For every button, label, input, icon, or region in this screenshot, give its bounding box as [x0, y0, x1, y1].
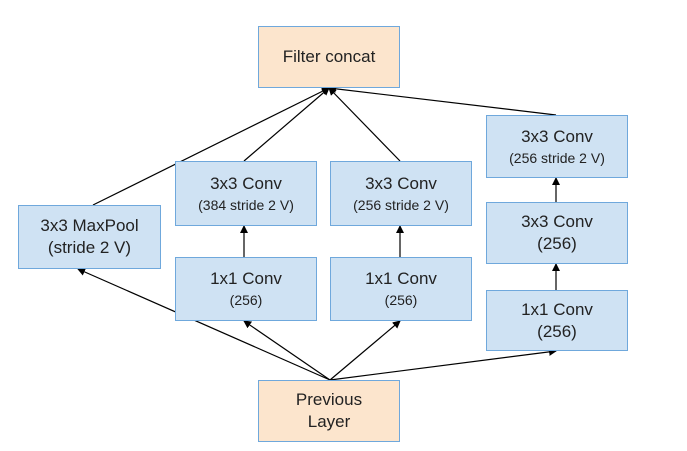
arrow-previous-to-maxpool — [77, 268, 331, 381]
branch2-conv1x1-node: 1x1 Conv (256) — [330, 257, 472, 321]
node-label: Filter concat — [282, 47, 376, 66]
arrow-b1-conv3-to-concat — [243, 87, 330, 162]
branch3-conv3x3b-node: 3x3 Conv (256 stride 2 V) — [486, 115, 628, 178]
node-sublabel: Layer — [307, 412, 351, 431]
branch3-conv3x3a-node: 3x3 Conv (256) — [486, 202, 628, 264]
branch1-conv3x3-node: 3x3 Conv (384 stride 2 V) — [175, 161, 317, 226]
branch2-conv3x3-node: 3x3 Conv (256 stride 2 V) — [330, 161, 472, 226]
previous-layer-node: Previous Layer — [258, 380, 400, 442]
node-label: 3x3 MaxPool — [40, 216, 139, 235]
node-label: 3x3 Conv — [210, 173, 282, 193]
node-label: 1x1 Conv — [210, 269, 282, 288]
arrow-previous-to-b1-conv1 — [243, 320, 331, 381]
branch3-conv1x1-node: 1x1 Conv (256) — [486, 290, 628, 351]
node-sublabel: (256) — [229, 292, 263, 308]
node-label: Previous — [295, 390, 363, 409]
node-sublabel: (stride 2 V) — [47, 238, 132, 257]
node-sublabel: (256 stride 2 V) — [353, 196, 449, 213]
node-sublabel: (256 stride 2 V) — [509, 149, 605, 166]
node-label: 1x1 Conv — [521, 299, 593, 319]
arrow-previous-to-b3-conv1 — [329, 347, 557, 381]
filter-concat-node: Filter concat — [258, 26, 400, 88]
arrow-b2-conv3-to-concat — [328, 87, 401, 162]
node-sublabel: (256) — [537, 234, 577, 253]
node-sublabel: (256) — [384, 292, 418, 308]
node-label: 1x1 Conv — [365, 269, 437, 288]
branch1-conv1x1-node: 1x1 Conv (256) — [175, 257, 317, 321]
arrow-maxpool-to-concat — [92, 87, 330, 206]
node-label: 3x3 Conv — [365, 173, 437, 193]
arrow-b3-conv3b-to-concat — [328, 84, 557, 116]
node-sublabel: (256) — [537, 321, 577, 341]
node-label: 3x3 Conv — [521, 212, 593, 231]
node-sublabel: (384 stride 2 V) — [198, 196, 294, 213]
maxpool-node: 3x3 MaxPool (stride 2 V) — [18, 205, 161, 269]
arrow-previous-to-b2-conv1 — [329, 320, 401, 381]
node-label: 3x3 Conv — [521, 126, 593, 146]
